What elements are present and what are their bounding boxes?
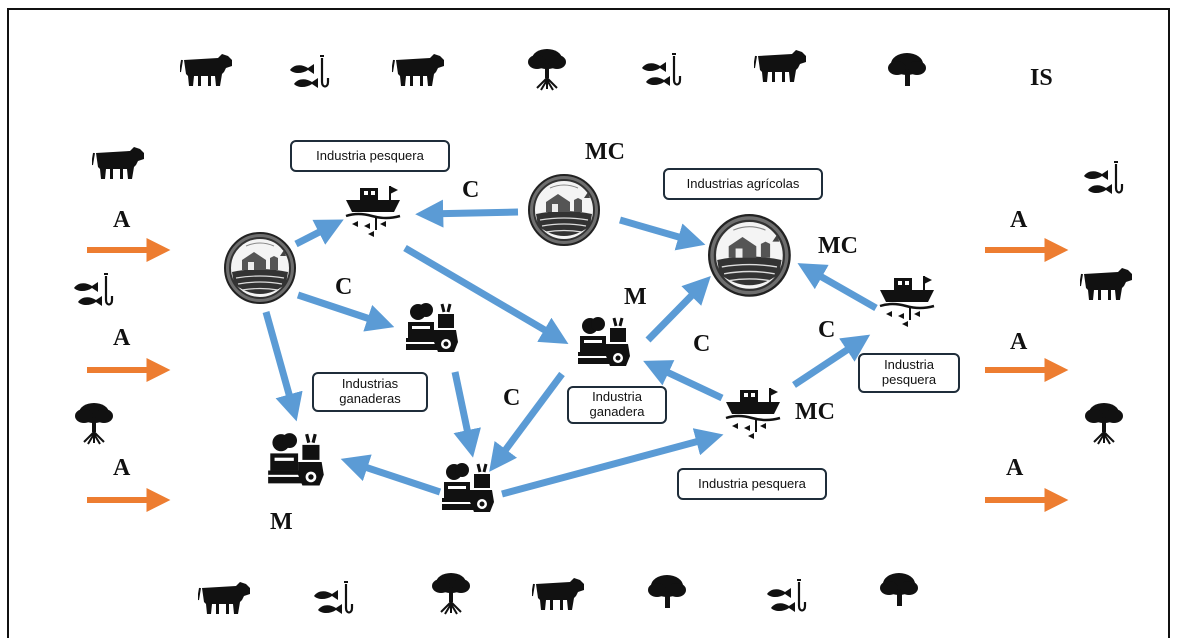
link-factory-lower-to-factory-bottom <box>340 454 442 496</box>
label-box-industrias-agricolas: Industrias agrícolas <box>663 168 823 200</box>
tree-roots-icon <box>74 402 114 445</box>
label-c-center: C <box>693 331 711 357</box>
label-box-industrias-ganaderas: Industrias ganaderas <box>312 372 428 412</box>
link-boat-mc-to-factory-center <box>643 360 724 402</box>
label-c-lower: C <box>503 385 521 411</box>
fishing-icon <box>288 54 330 90</box>
link-factory-center-to-farm-right <box>645 276 711 343</box>
cow-icon <box>198 581 251 615</box>
fishing-boat-icon <box>878 276 936 329</box>
label-m-center: M <box>624 284 647 310</box>
link-farm-left-to-factory <box>296 291 395 332</box>
cow-icon <box>180 53 233 87</box>
fishing-boat-icon <box>344 186 402 239</box>
fishing-boat-icon <box>724 388 782 441</box>
tree-icon <box>888 53 926 86</box>
link-factory-to-factory-lower <box>451 371 481 458</box>
label-box-industria-pesquera-bottom: Industria pesquera <box>677 468 827 500</box>
link-boat-to-factory-center <box>403 244 569 344</box>
farm-emblem-top <box>528 174 600 246</box>
tree-icon <box>648 575 686 608</box>
fishing-icon <box>640 52 682 88</box>
livestock-industry-icon <box>266 432 326 488</box>
livestock-industry-icon <box>440 462 496 514</box>
cow-icon <box>392 53 445 87</box>
link-farm-top-to-boat <box>415 199 519 228</box>
label-mc-right: MC <box>818 233 858 259</box>
fishing-icon <box>1082 160 1124 196</box>
link-factory-lower-to-boat-mc <box>501 428 724 498</box>
is-label: IS <box>1030 65 1053 91</box>
label-c-right: C <box>818 317 836 343</box>
diagram-frame <box>7 8 1170 638</box>
label-box-industria-pesquera-right: Industria pesquera <box>858 353 960 393</box>
tree-roots-icon <box>431 572 471 615</box>
cow-icon <box>754 49 807 83</box>
label-c-left: C <box>335 274 353 300</box>
label-c-top: C <box>462 177 480 203</box>
fishing-icon <box>72 272 114 308</box>
link-factory-center-to-factory-lower <box>489 371 565 472</box>
label-m-bottom: M <box>270 509 293 535</box>
label-box-industria-pesquera-top: Industria pesquera <box>290 140 450 172</box>
farm-emblem-right <box>708 214 791 297</box>
cow-icon <box>1080 267 1133 301</box>
livestock-industry-icon <box>404 302 460 354</box>
label-mc-top: MC <box>585 139 625 165</box>
label-mc-boat: MC <box>795 399 835 425</box>
output-label-a-3: A <box>1006 455 1024 481</box>
tree-roots-icon <box>1084 402 1124 445</box>
tree-icon <box>880 573 918 606</box>
fishing-icon <box>765 578 807 614</box>
input-label-a-3: A <box>113 455 131 481</box>
link-farm-top-to-farm-right <box>619 216 706 251</box>
farm-emblem-left <box>224 232 296 304</box>
tree-roots-icon <box>527 48 567 91</box>
input-label-a-2: A <box>113 325 131 351</box>
link-farm-left-to-boat <box>294 219 344 248</box>
link-boat-right-to-farm-right <box>797 263 878 312</box>
link-boat-mc-to-boat-right <box>792 334 871 388</box>
cow-icon <box>92 146 145 180</box>
link-farm-left-to-factory-bottom <box>262 311 303 422</box>
livestock-industry-icon <box>576 316 632 368</box>
cow-icon <box>532 577 585 611</box>
fishing-icon <box>312 580 354 616</box>
label-box-industria-ganadera: Industria ganadera <box>567 386 667 424</box>
output-label-a-1: A <box>1010 207 1028 233</box>
input-label-a-1: A <box>113 207 131 233</box>
output-label-a-2: A <box>1010 329 1028 355</box>
